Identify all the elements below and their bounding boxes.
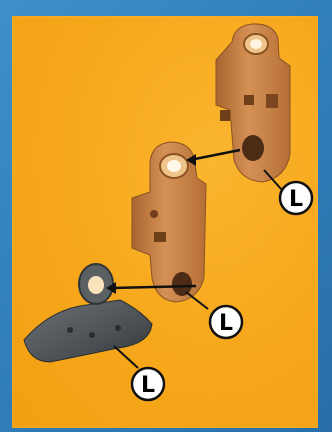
assembly-arrows bbox=[111, 148, 241, 290]
callout-label-top: L bbox=[289, 187, 303, 212]
callout-leaders bbox=[113, 169, 283, 369]
callout-badge-bottom: L bbox=[130, 366, 166, 402]
top-link-part bbox=[215, 23, 291, 183]
callout-label-middle: L bbox=[219, 311, 233, 336]
middle-link-part bbox=[131, 141, 207, 303]
callout-badge-top: L bbox=[278, 180, 314, 216]
callout-badge-middle: L bbox=[208, 304, 244, 340]
callout-label-bottom: L bbox=[141, 373, 155, 398]
arrowheads bbox=[106, 154, 196, 294]
dark-foot-part bbox=[23, 263, 153, 363]
